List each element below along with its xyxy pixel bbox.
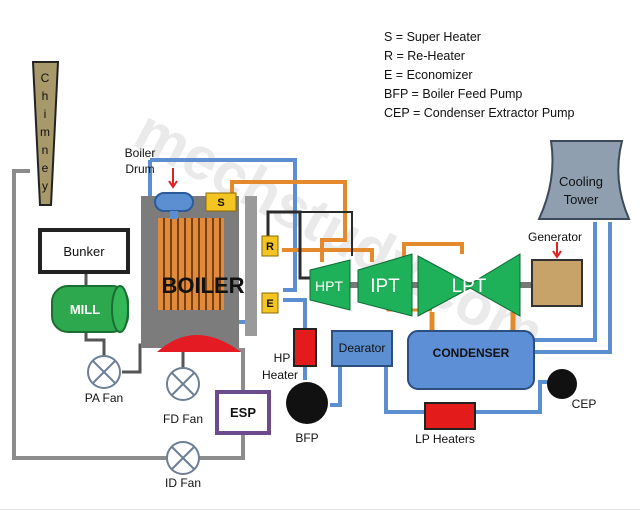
- boiler-side-wall: [245, 196, 257, 336]
- bunker: [38, 228, 130, 274]
- mill-end-cap: [111, 285, 129, 333]
- cooling-tower-label-line2: Tower: [564, 192, 599, 207]
- cep: [547, 369, 577, 399]
- cooling-tower-pipe-1: [532, 222, 597, 342]
- generator-arrow: [552, 242, 562, 259]
- legend-economizer: E = Economizer: [384, 68, 473, 82]
- lp-heaters-label: LP Heaters: [415, 432, 475, 446]
- dearator: [331, 330, 393, 367]
- hpt: [309, 259, 351, 311]
- boiler-drum-label-line2: Drum: [125, 162, 154, 176]
- economizer-label: E: [266, 298, 273, 310]
- hp-heater-label-line1: HP: [274, 351, 291, 365]
- condenser: [407, 330, 535, 390]
- chimney-letter: C: [41, 71, 50, 85]
- chimney-letters: C h i m n e y: [40, 71, 50, 193]
- drum-top-pipe: [150, 158, 297, 292]
- reheater-outlet-pipe: [268, 211, 353, 256]
- legend-cep: CEP = Condenser Extractor Pump: [384, 106, 575, 120]
- hp-heater-label-line2: Heater: [262, 368, 298, 382]
- reheat-return-pipe: [282, 248, 374, 262]
- cooling-tower-pipe-2: [532, 222, 612, 354]
- cep-to-lp-heater-pipe: [476, 380, 548, 414]
- chimney: [31, 61, 60, 206]
- bfp-label: BFP: [295, 431, 318, 445]
- id-fan-label: ID Fan: [165, 476, 201, 490]
- esp: [215, 390, 271, 435]
- super-heater-label: S: [217, 197, 224, 209]
- cooling-tower-label-line1: Cooling: [559, 174, 603, 189]
- hp-heater: [293, 328, 317, 367]
- legend-re-heater: R = Re-Heater: [384, 49, 465, 63]
- bunker-label: Bunker: [63, 244, 105, 259]
- furnace-burner: [157, 335, 241, 352]
- lpt-label: LPT: [452, 276, 487, 297]
- cep-label: CEP: [572, 397, 597, 411]
- hpt-label: HPT: [315, 278, 343, 294]
- legend-super-heater: S = Super Heater: [384, 30, 481, 44]
- mill-to-pa-fan-pipe: [84, 330, 106, 356]
- id-fan: [166, 441, 200, 475]
- boiler-to-esp-pipe: [233, 348, 245, 392]
- hp-heater-to-economizer-pipe: [283, 298, 307, 330]
- ipt-label: IPT: [370, 276, 400, 297]
- pa-fan-to-furnace-pipe: [122, 343, 160, 374]
- boiler-label: BOILER: [161, 273, 244, 298]
- re-heater-tag: [261, 235, 279, 257]
- boiler-drum-arrow: [168, 168, 178, 189]
- chimney-letter: y: [42, 179, 48, 193]
- chimney-letter: e: [42, 161, 49, 175]
- boiler-drum-stem: [170, 211, 178, 219]
- legend-bfp: BFP = Boiler Feed Pump: [384, 87, 523, 101]
- bfp: [286, 382, 328, 424]
- chimney-letter: i: [44, 107, 47, 121]
- chimney-letter: h: [42, 89, 49, 103]
- condenser-label: CONDENSER: [433, 346, 510, 360]
- mill-label: MILL: [70, 302, 100, 317]
- boiler-drum: [154, 192, 194, 212]
- flue-gas-to-chimney-pipe: [12, 169, 168, 460]
- divider: [0, 509, 640, 510]
- chimney-letter: m: [40, 125, 50, 139]
- economizer-tag: [261, 292, 279, 314]
- super-heater-tag: [205, 192, 237, 212]
- lp-heaters: [424, 402, 476, 430]
- dearator-to-bfp-pipe: [330, 366, 342, 407]
- dearator-label: Dearator: [339, 341, 386, 355]
- ipt-to-lpt-crossover-pipe: [402, 242, 464, 262]
- re-heater-label: R: [266, 241, 274, 253]
- cooling-tower: [537, 140, 631, 220]
- fd-fan-label: FD Fan: [163, 412, 203, 426]
- generator: [531, 259, 583, 307]
- lp-heater-to-dearator-pipe: [384, 366, 425, 414]
- chimney-letter: n: [42, 143, 49, 157]
- ipt: [357, 253, 413, 317]
- generator-label: Generator: [528, 230, 582, 244]
- boiler-water-tubes: [158, 218, 224, 310]
- esp-label: ESP: [230, 405, 256, 420]
- esp-to-id-fan-pipe: [198, 433, 245, 460]
- pa-fan-label: PA Fan: [85, 391, 123, 405]
- pa-fan: [87, 355, 121, 389]
- lpt: [417, 253, 521, 317]
- fd-fan: [166, 367, 200, 401]
- boiler-drum-label-line1: Boiler: [125, 146, 156, 160]
